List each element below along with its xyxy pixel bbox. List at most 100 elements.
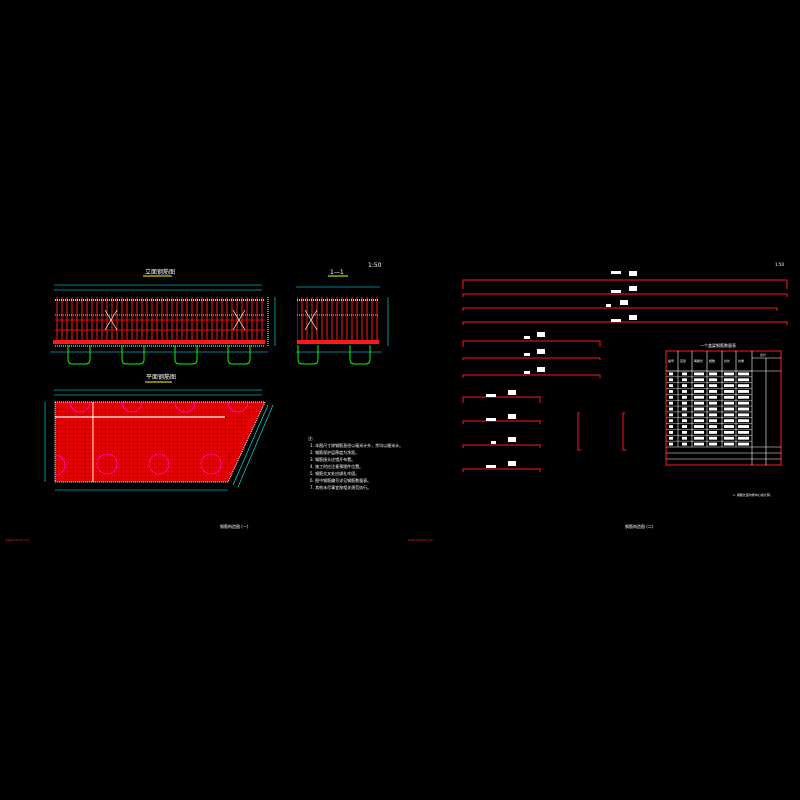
table-cell [682,442,687,446]
note-1: 1. 本图尺寸除钢筋直径以毫米计外，余均以厘米计。 [310,442,403,448]
table-cell [682,407,687,411]
table-cell [682,430,687,434]
table-cell [724,390,734,393]
table-cell [682,436,687,440]
watermark-2: www.mfcad.com [408,538,433,542]
table-cell [724,419,734,423]
table-header: 共长 [724,358,730,363]
table-header: 共重 [738,358,744,363]
table-cell [738,401,749,405]
table-cell [709,390,717,393]
table-cell [738,390,749,393]
note-7: 7. 其他未尽事宜按相关规范执行。 [310,484,371,490]
table-cell [709,401,717,405]
table-cell [709,436,717,440]
table-cell [694,442,704,446]
table-cell [669,430,673,434]
note-2: 2. 钢筋保护层厚度为净距。 [310,449,359,455]
table-cell [669,419,673,423]
elevation-title: 立面钢筋图 [145,268,175,276]
table-cell [724,442,734,446]
scale-label-1: 1:50 [368,262,382,269]
table-title: 一个盖梁钢筋数量表 [700,342,736,348]
table-cell [694,390,704,393]
plan-title: 平面钢筋图 [146,373,176,381]
table-cell [709,413,717,417]
table-cell [724,413,734,417]
note-3: 3. 钢筋接头应错开布置。 [310,456,355,462]
table-cell [682,413,687,417]
table-cell [724,436,734,440]
table-header: 根数 [709,358,715,363]
table-cell [724,425,734,428]
scale-label-2: 1:50 [775,262,784,267]
sheet2-note: 1. 钢筋长度均按中心线计算。 [733,492,773,497]
table-header: 每根长 [694,358,703,363]
table-cell [724,378,734,382]
table-cell [738,436,749,440]
table-cell [738,378,749,382]
table-cell [694,419,704,423]
table-cell [669,407,673,411]
table-cell [694,430,704,434]
table-cell [682,372,687,376]
table-cell [694,413,704,417]
table-cell [738,430,749,434]
watermark-1: www.mfcad.com [5,538,30,542]
table-cell [669,390,673,393]
table-cell [694,425,704,428]
table-cell [709,442,717,446]
table-cell [682,419,687,423]
sheet2-title: 钢筋构造图 (二) [625,523,654,529]
elevation-view: 立面钢筋图 [50,268,276,365]
table-cell [669,401,673,405]
table-cell [694,378,704,382]
table-cell [738,407,749,411]
table-cell [709,372,717,376]
table-cell [694,372,704,376]
section-title: 1—1 [330,269,344,276]
table-cell [709,384,717,388]
table-cell [694,407,704,411]
table-cell [682,378,687,382]
table-cell [724,384,734,388]
section-view: 1—1 1:50 [296,262,389,365]
rebar-labels [486,271,637,468]
table-cell [669,372,673,376]
sheet1-title: 钢筋构造图 (一) [220,523,249,529]
table-header: 编号 [668,358,674,363]
table-cell [669,395,673,399]
table-cell [709,395,717,399]
table-cell [669,436,673,440]
table-cell [694,395,704,399]
table-cell [738,384,749,388]
table-cell [709,378,717,382]
table-header: 直径 [680,358,686,363]
plan-view: 平面钢筋图 [44,373,274,491]
table-cell [709,407,717,411]
table-cell [724,430,734,434]
table-cell [682,425,687,428]
table-cell [669,378,673,382]
table-cell [724,407,734,411]
note-6: 6. 图中钢筋编号详见钢筋数量表。 [310,477,371,483]
table-cell [682,395,687,399]
table-cell [738,372,749,376]
rebar-shapes [462,279,788,472]
note-4: 4. 施工时应注意预埋件位置。 [310,463,363,469]
table-cell [724,395,734,399]
table-header: 合计 [760,352,766,357]
table-cell [669,442,673,446]
table-cell [669,413,673,417]
table-cell [738,395,749,399]
note-5: 5. 钢筋交叉处应绑扎牢固。 [310,470,359,476]
table-cell [682,384,687,388]
table-cell [709,425,717,428]
notes-heading: 注: [308,435,313,441]
table-cell [694,436,704,440]
table-cell [738,425,749,428]
table-cell [724,372,734,376]
table-cell [682,390,687,393]
table-cell [694,384,704,388]
